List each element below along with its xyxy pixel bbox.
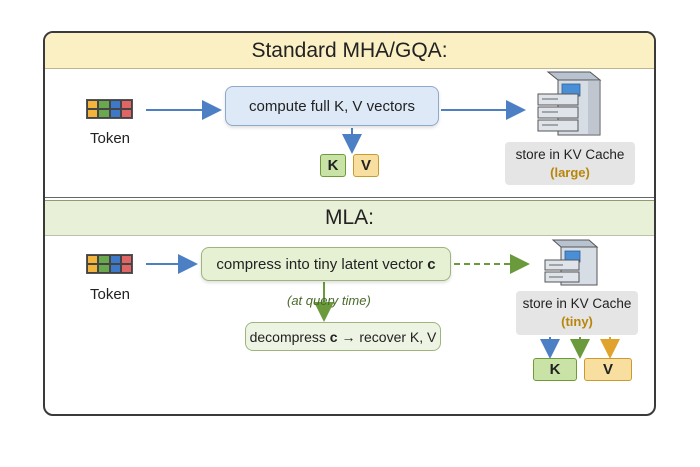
latent-var: c	[427, 255, 436, 273]
token-cell	[87, 255, 99, 264]
token-icon	[86, 99, 133, 119]
token-cell	[109, 264, 121, 273]
token-cell	[87, 109, 99, 118]
token-cell	[109, 109, 121, 118]
token-cell	[98, 264, 110, 273]
token-cell	[120, 255, 132, 264]
store-label: store in KV Cache	[522, 296, 632, 311]
token-cell	[87, 264, 99, 273]
token-label: Token	[90, 130, 131, 147]
v-vector: V	[353, 154, 379, 177]
store-size: (large)	[550, 164, 590, 180]
decompress-rest: → recover K, V	[341, 328, 437, 345]
store-label: store in KV Cache	[515, 146, 625, 162]
store-size: (tiny)	[561, 314, 593, 329]
token-cell	[98, 109, 110, 118]
token-cell	[109, 255, 121, 264]
token-cell	[98, 255, 110, 264]
decompress-box: decompress c → recover K, V	[245, 322, 441, 351]
compute-box: compute full K, V vectors	[225, 86, 439, 126]
compress-label: compress into tiny latent vector	[216, 255, 424, 273]
token-cell	[87, 100, 99, 109]
token-cell	[120, 264, 132, 273]
token-cell	[109, 100, 121, 109]
section-title-standard: Standard MHA/GQA:	[45, 33, 654, 69]
section-divider	[45, 197, 654, 198]
token-label: Token	[90, 286, 131, 303]
compress-box: compress into tiny latent vector c	[201, 247, 451, 281]
kv-cache-box-tiny: store in KV Cache (tiny)	[516, 291, 638, 335]
k-vector: K	[320, 154, 346, 177]
latent-var: c	[329, 328, 338, 345]
server-icon	[544, 239, 599, 286]
decompress-label: decompress	[249, 328, 326, 345]
token-icon	[86, 254, 133, 274]
kv-cache-box-large: store in KV Cache (large)	[505, 142, 635, 185]
query-time-note: (at query time)	[287, 293, 371, 308]
k-vector: K	[533, 358, 577, 381]
compute-label: compute full K, V vectors	[249, 97, 415, 115]
v-vector: V	[584, 358, 632, 381]
token-cell	[98, 100, 110, 109]
server-icon	[537, 71, 602, 136]
token-cell	[120, 100, 132, 109]
section-title-mla: MLA:	[45, 200, 654, 236]
token-cell	[120, 109, 132, 118]
